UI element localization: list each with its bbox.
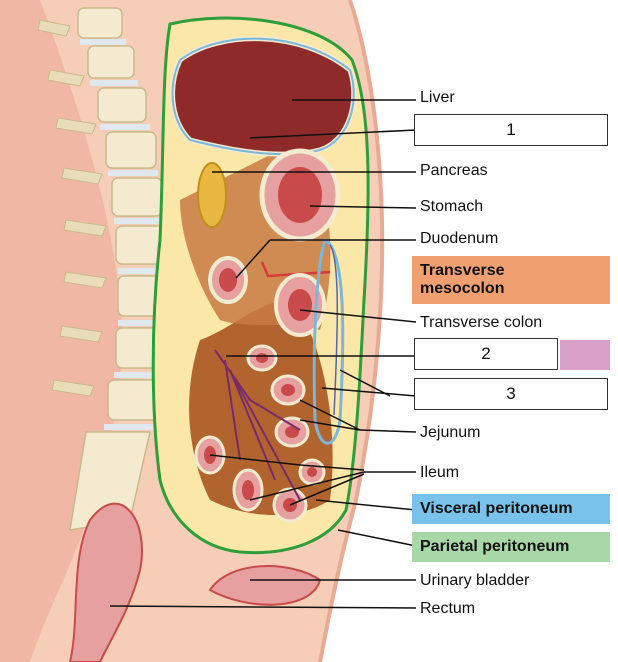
pink-swatch (560, 340, 610, 370)
label-jejunum: Jejunum (420, 424, 481, 441)
label-duodenum: Duodenum (420, 230, 499, 247)
label-urinary-bladder: Urinary bladder (420, 572, 530, 589)
label-transverse-mesocolon-line2: mesocolon (420, 280, 505, 297)
label-ileum: Ileum (420, 464, 460, 481)
pancreas (197, 162, 227, 228)
answer-box-1[interactable]: 1 (414, 114, 608, 146)
transverse-mesocolon-line (260, 261, 331, 278)
answer-box-2[interactable]: 2 (414, 338, 558, 370)
skin-edge (318, 0, 385, 662)
vertebral-column (0, 0, 169, 662)
greater-omentum (312, 237, 345, 445)
label-rectum: Rectum (420, 600, 476, 617)
label-transverse-mesocolon-line1: Transverse (420, 262, 505, 279)
label-liver: Liver (420, 89, 455, 106)
parietal-peritoneum-line (151, 16, 370, 555)
leader-lines (109, 99, 417, 609)
rectum (68, 502, 143, 662)
label-visceral-peritoneum: Visceral peritoneum (412, 494, 610, 524)
label-pancreas: Pancreas (420, 162, 488, 179)
label-stomach: Stomach (420, 198, 484, 215)
label-parietal-peritoneum: Parietal peritoneum (412, 532, 610, 562)
transverse-mesocolon-label-box: Transverse mesocolon (412, 256, 610, 304)
label-transverse-colon: Transverse colon (420, 314, 543, 331)
answer-box-3[interactable]: 3 (414, 378, 608, 410)
